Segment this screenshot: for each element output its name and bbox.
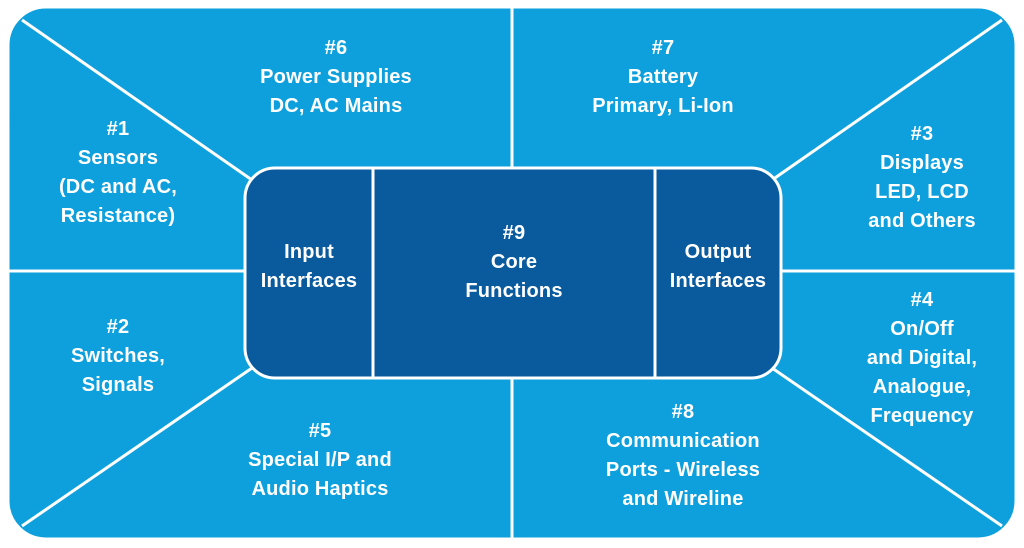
segment-line: and Others	[868, 210, 976, 232]
core-line: Output	[684, 241, 752, 263]
segment-line: Resistance)	[60, 205, 176, 227]
segment-displays: #3 Displays LED, LCD and Others	[822, 120, 1022, 236]
segment-line: LED, LCD	[875, 181, 969, 203]
core-line: Interfaces	[669, 270, 767, 292]
segment-number: #3	[910, 123, 934, 145]
segment-line: Frequency	[870, 405, 974, 427]
divider-lines	[8, 7, 1016, 539]
core-line: Input	[284, 241, 334, 263]
segment-number: #4	[910, 289, 934, 311]
segment-outputs: #4 On/Off and Digital, Analogue, Frequen…	[822, 286, 1022, 431]
segment-number: #6	[324, 37, 348, 59]
segment-line: Ports - Wireless	[605, 459, 761, 481]
core-line: Functions	[465, 280, 563, 302]
segment-line: DC, AC Mains	[269, 95, 403, 117]
segment-number: #2	[106, 316, 130, 338]
segment-line: Audio Haptics	[251, 478, 389, 500]
segment-line: On/Off	[890, 318, 954, 340]
segment-number: #5	[308, 420, 332, 442]
segment-line: and Digital,	[866, 347, 978, 369]
divider-diag-bottom-left	[21, 366, 253, 528]
core-line: Core	[490, 251, 538, 273]
segment-power-supplies: #6 Power Supplies DC, AC Mains	[226, 34, 446, 121]
segment-line: Signals	[81, 374, 155, 396]
segment-line: (DC and AC,	[58, 176, 178, 198]
segment-line: Special I/P and	[248, 449, 392, 471]
divider-diag-top-left	[21, 18, 253, 182]
core-output-interfaces: Output Interfaces	[655, 238, 781, 296]
segment-number: #1	[106, 118, 130, 140]
segment-sensors: #1 Sensors (DC and AC, Resistance)	[18, 115, 218, 231]
segment-number: #7	[651, 37, 675, 59]
segment-line: Sensors	[77, 147, 159, 169]
core-line: Interfaces	[260, 270, 358, 292]
divider-diag-bottom-right	[771, 366, 1003, 528]
segment-line: Displays	[880, 152, 964, 174]
segment-line: and Wireline	[622, 488, 744, 510]
segment-line: Switches,	[70, 345, 166, 367]
core-input-interfaces: Input Interfaces	[245, 238, 373, 296]
core-functions: #9 Core Functions	[373, 219, 655, 306]
segment-line: Analogue,	[872, 376, 972, 398]
divider-diag-top-right	[771, 18, 1003, 182]
core-box	[243, 166, 783, 380]
segment-line: Battery	[627, 66, 699, 88]
segment-line: Power Supplies	[260, 66, 412, 88]
core-number: #9	[502, 222, 526, 244]
segment-line: Primary, Li-Ion	[592, 95, 734, 117]
segment-communication: #8 Communication Ports - Wireless and Wi…	[563, 398, 803, 514]
segment-battery: #7 Battery Primary, Li-Ion	[553, 34, 773, 121]
segment-number: #8	[671, 401, 695, 423]
segment-switches: #2 Switches, Signals	[18, 313, 218, 400]
segment-special-ip: #5 Special I/P and Audio Haptics	[220, 417, 420, 504]
segment-line: Communication	[606, 430, 760, 452]
